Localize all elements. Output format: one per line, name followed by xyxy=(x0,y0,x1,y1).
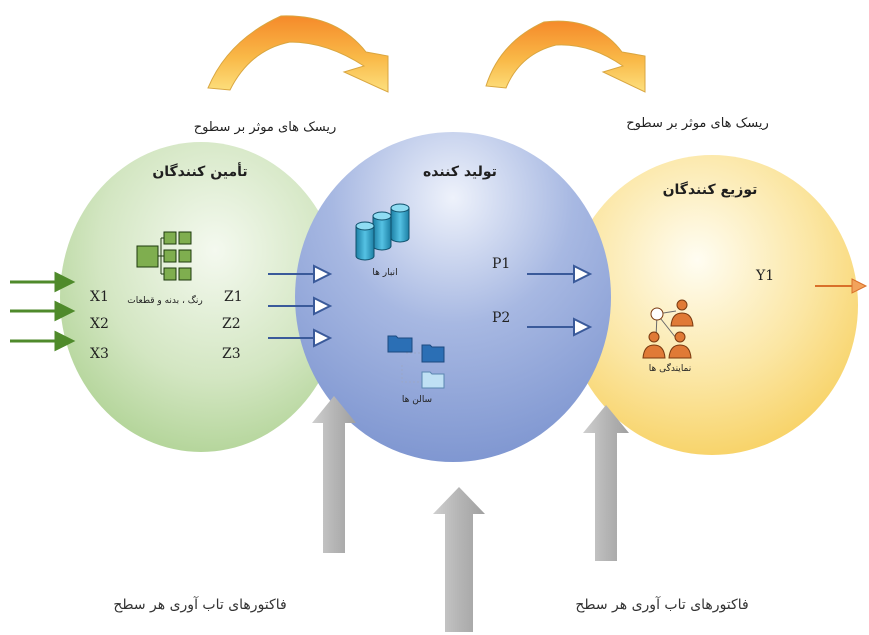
product-p1: P1 xyxy=(492,256,511,272)
distributors-circle xyxy=(566,155,858,455)
suppliers-circle xyxy=(60,142,342,452)
suppliers-icon-label: رنگ ، بدنه و قطعات xyxy=(127,296,203,306)
halls-label: سالن ها xyxy=(401,395,433,405)
supplier-input-arrows xyxy=(10,271,76,352)
folder-tree-icon xyxy=(387,335,445,389)
output-y1: Y1 xyxy=(756,268,775,284)
producer-title: تولید کننده xyxy=(423,164,497,180)
database-cylinders-icon xyxy=(355,203,410,261)
resilience-arrow-right xyxy=(583,405,629,561)
risk-label-right: ریسک های موثر بر سطوح xyxy=(626,116,769,131)
output-z2: Z2 xyxy=(222,316,241,332)
people-network-icon xyxy=(642,299,694,359)
agents-label: نمایندگی ها xyxy=(648,364,692,374)
risk-curved-arrow-right xyxy=(485,20,646,93)
producer-to-distributor-arrows xyxy=(527,264,593,337)
resilience-arrow-center xyxy=(433,487,485,632)
risk-label-left: ریسک های موثر بر سطوح xyxy=(193,120,337,135)
resilience-label-right: فاکتورهای تاب آوری هر سطح xyxy=(575,597,749,613)
risk-curved-arrow-left xyxy=(207,15,389,93)
input-x1: X1 xyxy=(90,289,109,305)
suppliers-title: تأمین کنندگان xyxy=(152,164,248,180)
input-x2: X2 xyxy=(90,316,109,332)
distributor-output-arrow xyxy=(815,278,868,294)
product-p2: P2 xyxy=(492,310,511,326)
output-z3: Z3 xyxy=(222,346,241,362)
org-chart-icon xyxy=(136,231,192,281)
output-z1: Z1 xyxy=(224,289,243,305)
resilience-arrow-left xyxy=(312,396,356,553)
input-x3: X3 xyxy=(90,346,109,362)
distributors-title: توزیع کنندگان xyxy=(662,182,758,198)
resilience-label-left: فاکتورهای تاب آوری هر سطح xyxy=(113,597,287,613)
warehouse-label: انبار ها xyxy=(372,268,398,278)
supplier-to-producer-arrows xyxy=(268,264,333,348)
